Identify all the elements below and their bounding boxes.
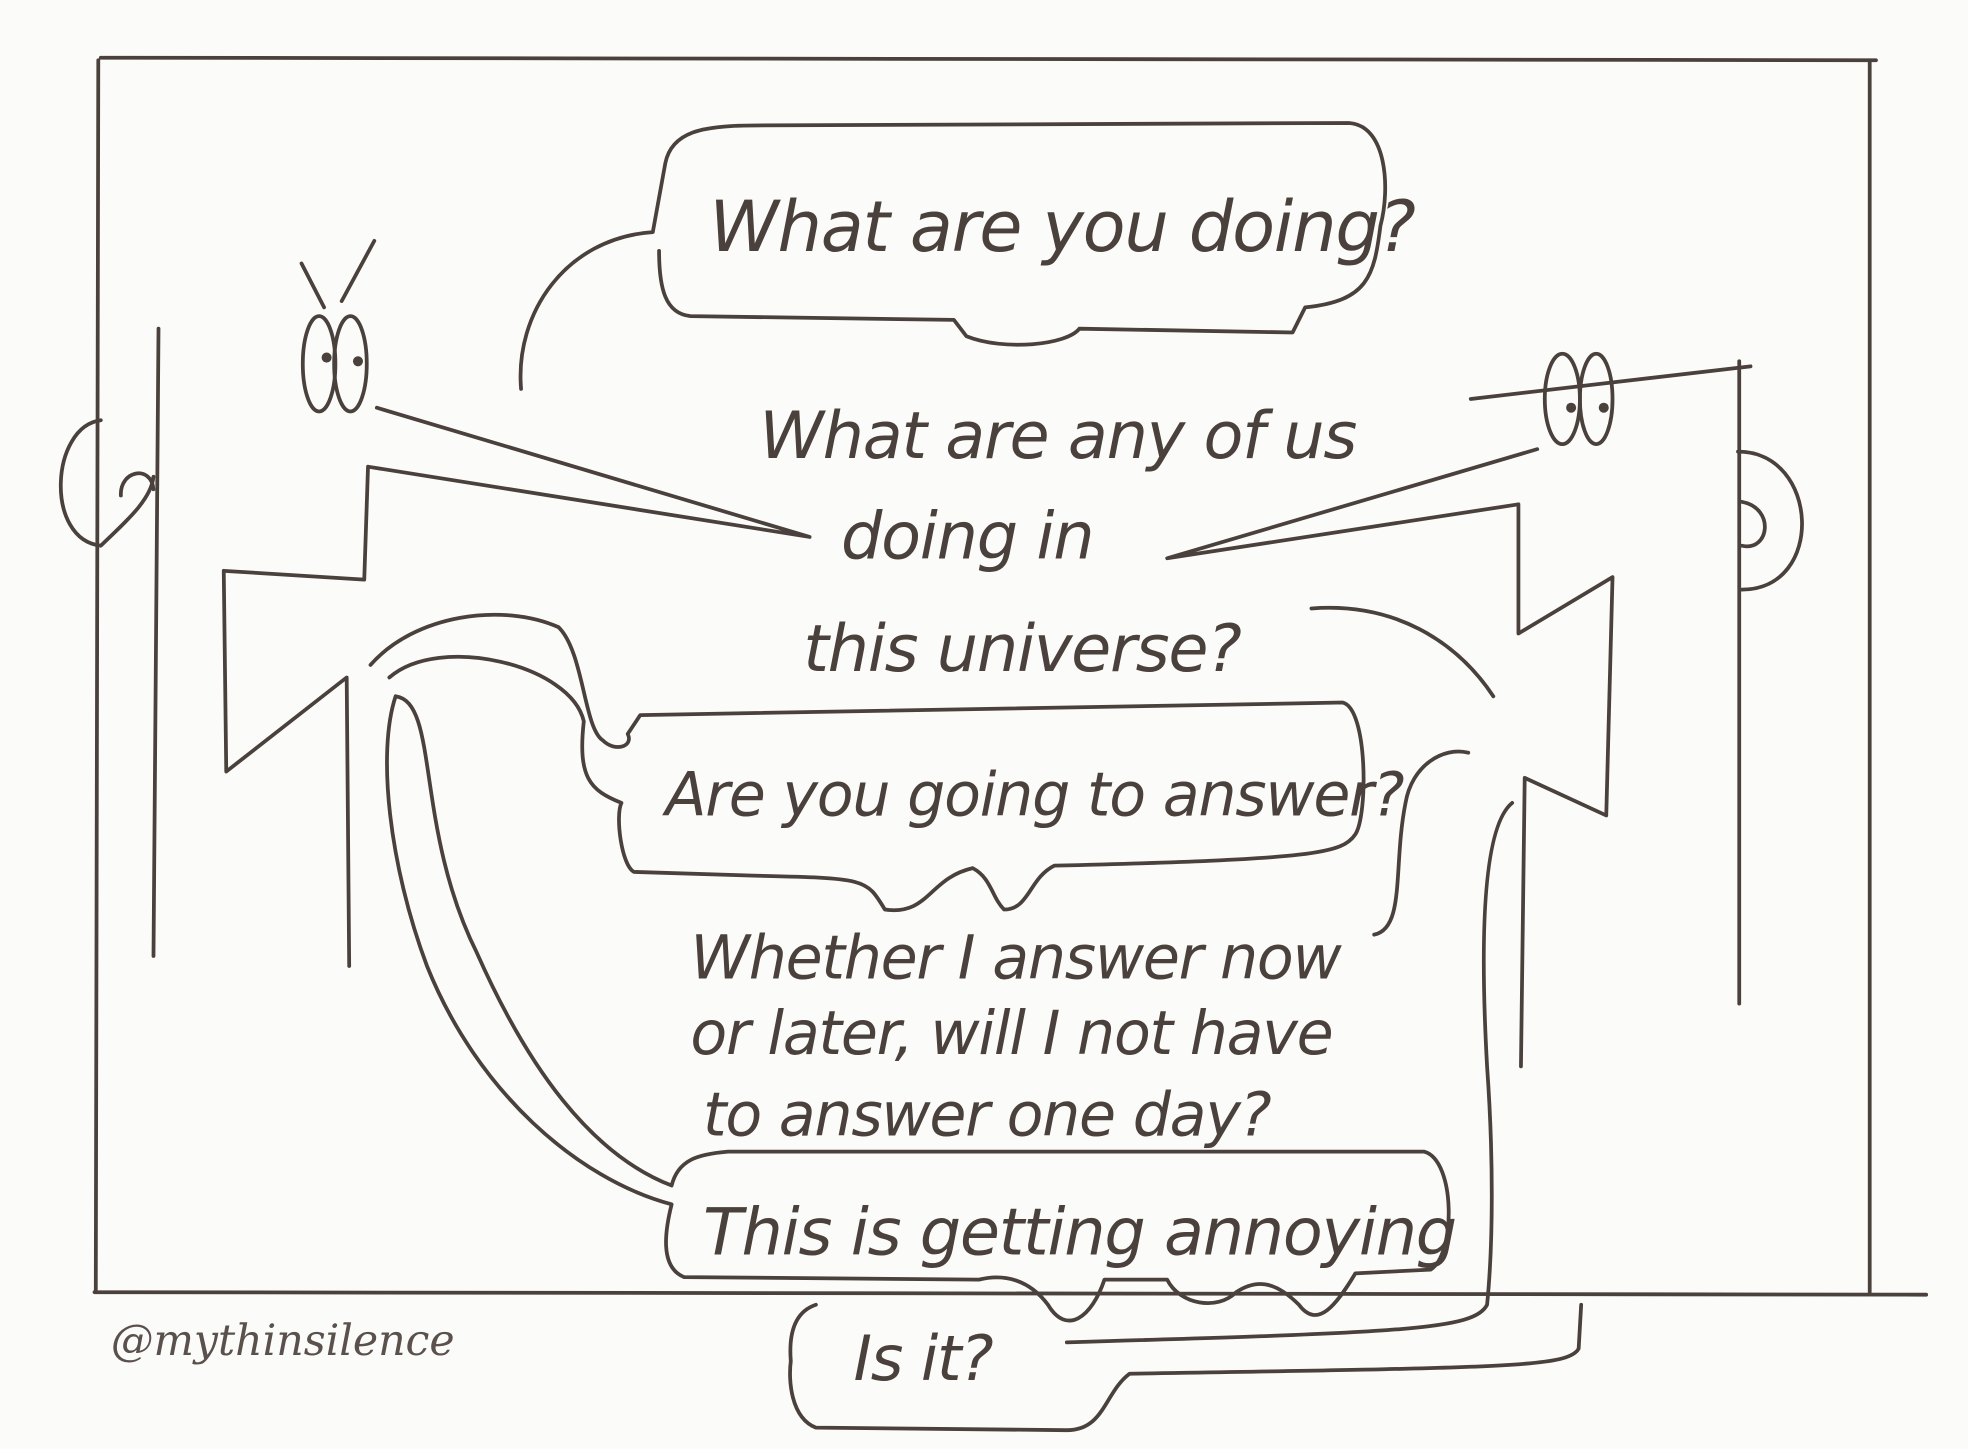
- right-character: [1165, 351, 1804, 1069]
- dialogue-line: What are any of us: [759, 398, 1356, 474]
- left-eye: [300, 314, 338, 414]
- dialogue-line: Are you going to answer?: [661, 760, 1403, 830]
- speech-bubble-3: [368, 612, 1366, 913]
- dialogue-line: or later, will I not have: [690, 999, 1332, 1069]
- artist-signature: @mythinsilence: [111, 1316, 455, 1366]
- dialogue-line: doing in: [841, 498, 1093, 574]
- speech-bubble-5: [385, 694, 1451, 1323]
- left-ear: [58, 418, 156, 548]
- dialogue-line: this universe?: [803, 611, 1241, 687]
- dialogue-line: What are you doing?: [709, 186, 1414, 268]
- left-character: [58, 238, 812, 968]
- dialogue-line: Whether I answer now: [690, 924, 1342, 994]
- speech-bubble-6: [788, 801, 1584, 1433]
- dialogue-line: This is getting annoying: [703, 1195, 1456, 1271]
- panel-frame: [92, 55, 1929, 1297]
- right-ear: [1736, 449, 1804, 592]
- dialogue-line: Is it?: [854, 1322, 994, 1395]
- speech-bubble-1: [518, 121, 1388, 391]
- left-antennae: [299, 238, 377, 310]
- dialogue-line: to answer one day?: [703, 1080, 1271, 1150]
- right-eye: [1542, 351, 1582, 446]
